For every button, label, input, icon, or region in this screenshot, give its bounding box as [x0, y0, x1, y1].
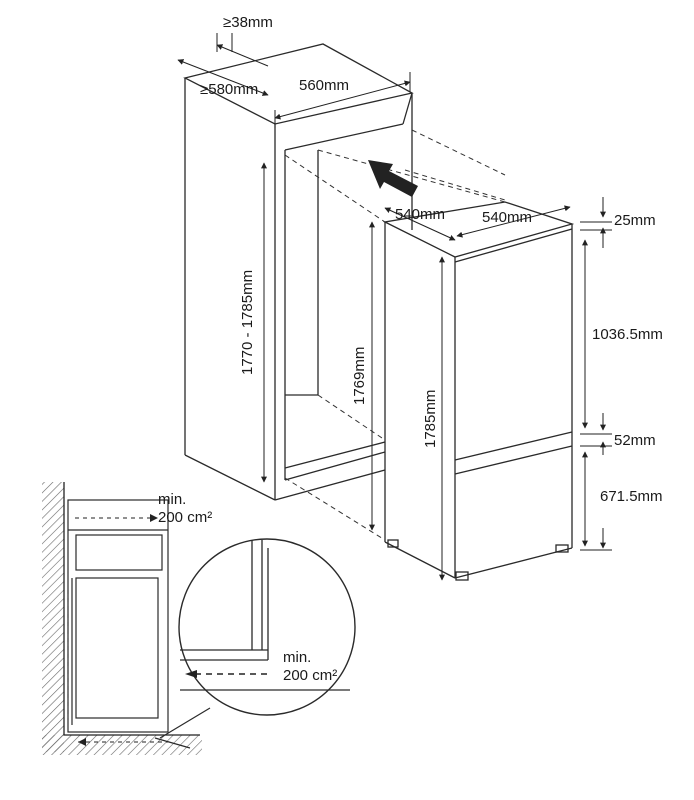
inner-height-label: 1769mm — [351, 346, 368, 405]
vent-bottom-min-label: min. — [283, 649, 312, 666]
insert-direction-arrow — [368, 160, 418, 197]
vent-bottom-area-label: 200 cm² — [283, 667, 338, 684]
appliance-depth-label: 540mm — [395, 206, 446, 223]
niche-depth-label: ≥580mm — [200, 81, 259, 98]
dimension-lines — [177, 33, 612, 581]
upper-door-label: 1036.5mm — [592, 326, 663, 343]
appliance-height-label: 1785mm — [422, 389, 439, 448]
cabinet-niche — [183, 43, 414, 501]
fridge-appliance — [382, 201, 575, 581]
lower-door-label: 671.5mm — [600, 488, 663, 505]
niche-width-label: 560mm — [299, 77, 350, 94]
vent-top-min-label: min. — [158, 491, 187, 508]
appliance-width-label: 540mm — [482, 209, 533, 226]
gap-top-label: ≥38mm — [223, 14, 273, 31]
door-gap-label: 52mm — [614, 432, 656, 449]
detail-magnifier — [154, 538, 356, 749]
niche-height-label: 1770 - 1785mm — [239, 269, 256, 375]
top-trim-label: 25mm — [614, 212, 656, 229]
vent-top-area-label: 200 cm² — [158, 509, 213, 526]
